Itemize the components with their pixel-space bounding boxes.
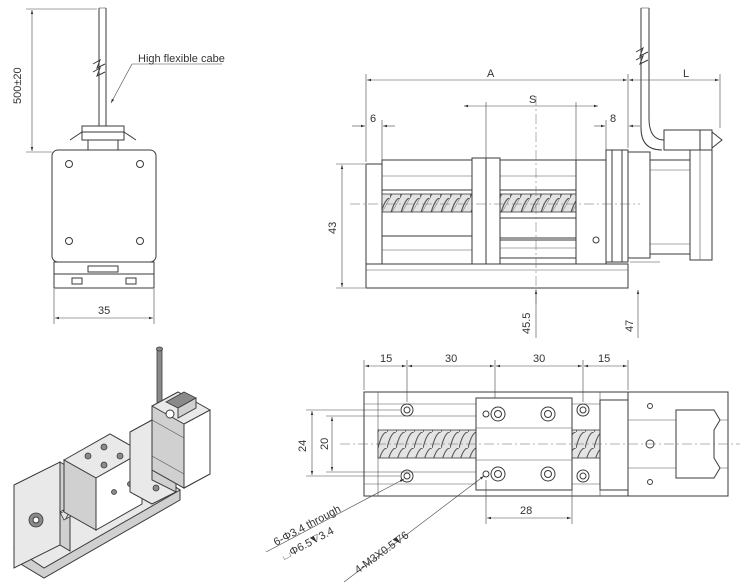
motor-cable [635,7,665,151]
dim-left-gap: 6 [370,113,376,125]
motor-connector [663,129,701,151]
mount-hole-icon [65,160,73,168]
thread-note: 4-M3X0.5⧨6 [353,529,412,576]
top-coupler [599,399,629,491]
width-dim: 35 [98,305,110,317]
dim-pitch-4: 15 [598,353,610,365]
side-view: A L S 6 8 43 45.5 47 [327,7,723,338]
right-end-block [575,159,607,265]
cable-gland [81,125,125,141]
base-plate [365,263,629,289]
dim-center-height: 45.5 [521,313,533,334]
dim-A: A [487,68,495,80]
dim-right-gap: 8 [610,113,616,125]
cable-length-dim: 500±20 [12,67,24,104]
dim-L: L [683,68,689,80]
mount-hole-icon [136,237,144,245]
left-end-block [365,163,383,265]
front-view: High flexible cabe 500±20 35 [12,7,225,324]
dim-carriage: 28 [520,505,532,517]
dim-pitch-1: 15 [380,353,392,365]
motor-body [627,151,651,259]
mount-hole-icon [136,160,144,168]
top-view: 15 30 30 15 24 20 28 6-Φ3.4 through ⌴Φ6.… [265,353,740,583]
mount-hole-icon [65,237,73,245]
dim-pitch-3: 30 [533,353,545,365]
cable [92,7,107,128]
dim-S: S [529,94,536,106]
isometric-view [13,346,211,579]
cable-note: High flexible cabe [138,53,225,65]
dim-outer: 24 [297,440,309,452]
dim-inner: 20 [319,438,331,450]
dim-pitch-2: 30 [445,353,457,365]
dim-motor-height: 47 [624,320,636,332]
dim-height: 43 [327,222,339,234]
